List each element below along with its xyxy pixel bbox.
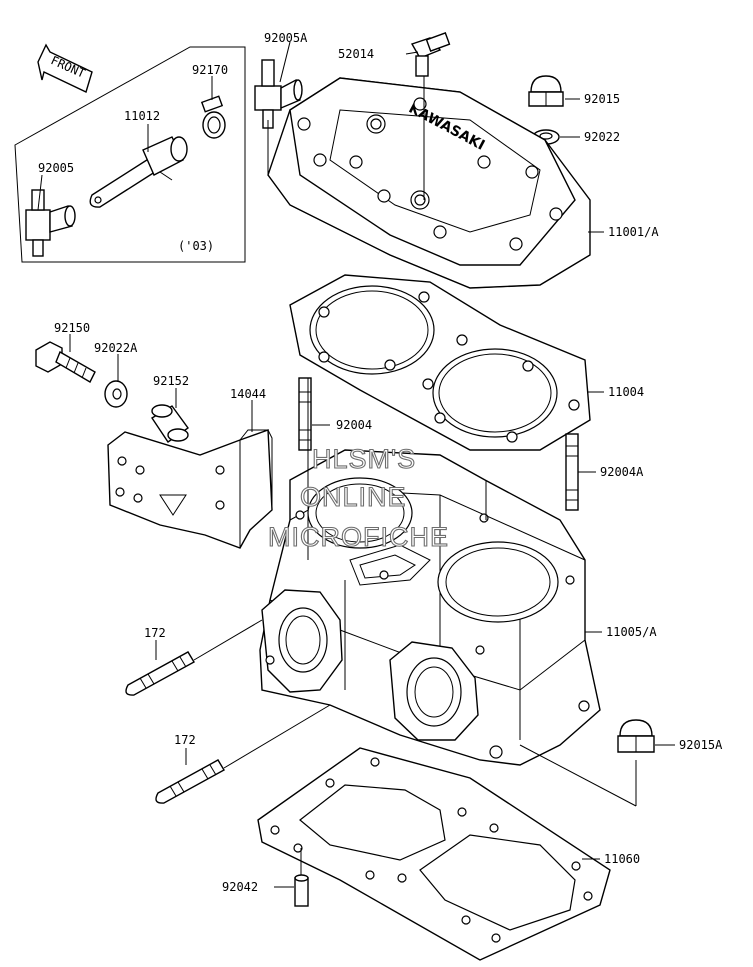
- hose-clamp-part: [200, 95, 226, 139]
- label-172-upper: 172: [144, 626, 166, 640]
- bolt-92150-part: [35, 341, 96, 383]
- watermark-line-1: HLSM'S: [312, 444, 416, 474]
- label-92005A: 92005A: [264, 31, 308, 45]
- label-92015: 92015: [584, 92, 620, 106]
- part-labels: 52014 92005A 92170 11012 92005 92015 920…: [38, 31, 723, 894]
- label-11012: 11012: [124, 109, 160, 123]
- label-92042: 92042: [222, 880, 258, 894]
- label-11060: 11060: [604, 852, 640, 866]
- label-11005A: 11005/A: [606, 625, 657, 639]
- inset-year-note: ('03): [178, 239, 214, 253]
- label-92015A: 92015A: [679, 738, 723, 752]
- label-11001A: 11001/A: [608, 225, 659, 239]
- label-92152: 92152: [153, 374, 189, 388]
- elbow-92005-part: [25, 189, 76, 257]
- collar-92152-part: [151, 404, 189, 443]
- washer-92022A-part: [104, 380, 128, 408]
- inset-frame: ('03): [14, 46, 246, 263]
- label-92022A: 92022A: [94, 341, 138, 355]
- fitting-52014-part: [410, 32, 451, 77]
- cap-nut-92015-part: [528, 75, 564, 107]
- leader-lines: [37, 41, 675, 888]
- head-gasket-part: [289, 274, 591, 451]
- elbow-92005A-part: [254, 59, 303, 129]
- stud-172-lower-part: [155, 759, 225, 804]
- watermark-line-2: ONLINE: [300, 482, 407, 512]
- label-92005: 92005: [38, 161, 74, 175]
- label-52014: 52014: [338, 47, 374, 61]
- label-14044: 14044: [230, 387, 266, 401]
- label-92004A: 92004A: [600, 465, 644, 479]
- watermark: HLSM'S ONLINE MICROFICHE: [267, 443, 449, 552]
- stud-172-upper-part: [125, 651, 195, 696]
- dowel-92042-part: [294, 874, 309, 907]
- cap-nut-92015A-part: [617, 719, 655, 753]
- label-92150: 92150: [54, 321, 90, 335]
- label-92022: 92022: [584, 130, 620, 144]
- base-gasket-part: [257, 747, 611, 961]
- stud-92004A-part: [565, 433, 579, 511]
- cylinder-block-part: [259, 378, 601, 766]
- front-arrow-icon: FRONT: [37, 43, 93, 93]
- label-11004: 11004: [608, 385, 644, 399]
- label-172-lower: 172: [174, 733, 196, 747]
- bracket-14044-part: [107, 429, 273, 549]
- cylinder-head-part: KAWASAKI: [267, 76, 591, 289]
- label-92004: 92004: [336, 418, 372, 432]
- stud-92004-part: [298, 377, 312, 451]
- fitting-11012-part: [89, 136, 188, 208]
- watermark-line-3: MICROFICHE: [268, 522, 449, 552]
- label-92170: 92170: [192, 63, 228, 77]
